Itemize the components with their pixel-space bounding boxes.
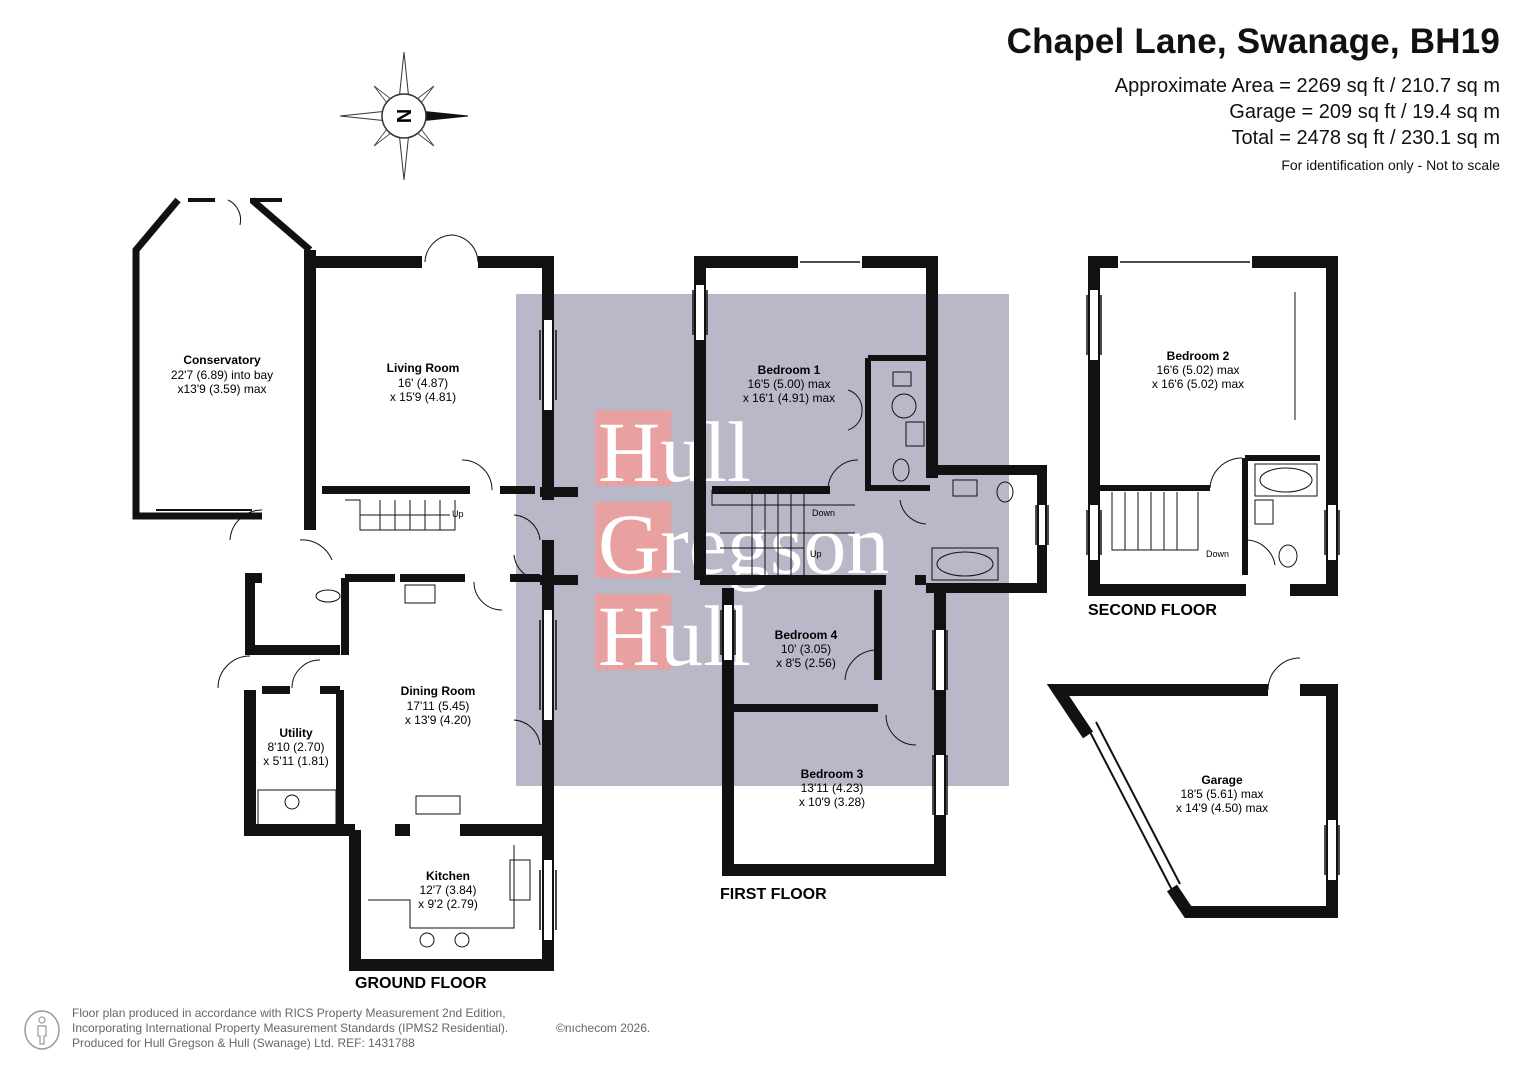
watermark-line-1: Hull: [598, 404, 751, 500]
room-name-bedroom-2: Bedroom 2: [1167, 349, 1230, 363]
footer-notes: Floor plan produced in accordance with R…: [72, 1006, 508, 1051]
area-line-approx: Approximate Area = 2269 sq ft / 210.7 sq…: [1114, 75, 1500, 97]
footer-line-1: Floor plan produced in accordance with R…: [72, 1006, 506, 1020]
room-dim-bedroom-2-2: x 16'6 (5.02) max: [1152, 377, 1244, 391]
room-name-conservatory: Conservatory: [183, 353, 261, 367]
stair-down-label-first: Down: [812, 508, 835, 518]
room-dim-kitchen-1: 12'7 (3.84): [420, 883, 477, 897]
footer-line-3: Produced for Hull Gregson & Hull (Swanag…: [72, 1036, 415, 1050]
area-line-garage: Garage = 209 sq ft / 19.4 sq m: [1229, 101, 1500, 123]
room-dim-bedroom-3-2: x 10'9 (3.28): [799, 795, 865, 809]
room-name-dining-room: Dining Room: [401, 684, 476, 698]
room-labels: Conservatory 22'7 (6.89) into bay x13'9 …: [171, 349, 1268, 911]
area-line-total: Total = 2478 sq ft / 230.1 sq m: [1231, 127, 1501, 149]
room-dim-living-room-1: 16' (4.87): [398, 376, 448, 390]
room-name-utility: Utility: [279, 726, 313, 740]
room-name-bedroom-1: Bedroom 1: [758, 363, 821, 377]
compass-north-label: N: [392, 109, 414, 123]
floor-label-ground: GROUND FLOOR: [355, 975, 487, 992]
room-dim-bedroom-4-2: x 8'5 (2.56): [776, 656, 836, 670]
second-floor-walls: [1086, 256, 1340, 596]
room-name-kitchen: Kitchen: [426, 869, 470, 883]
garage-walls: [1046, 657, 1340, 918]
room-name-garage: Garage: [1201, 773, 1243, 787]
first-floor-walls: [692, 256, 1049, 876]
floor-label-first: FIRST FLOOR: [720, 886, 827, 903]
room-name-bedroom-3: Bedroom 3: [801, 767, 864, 781]
room-dim-utility-1: 8'10 (2.70): [268, 740, 325, 754]
room-name-living-room: Living Room: [387, 361, 460, 375]
stair-up-label-ground: Up: [452, 509, 464, 519]
room-dim-dining-room-1: 17'11 (5.45): [407, 699, 470, 713]
property-title: Chapel Lane, Swanage, BH19: [1006, 22, 1500, 61]
stair-up-label-first: Up: [810, 549, 822, 559]
room-dim-garage-2: x 14'9 (4.50) max: [1176, 801, 1268, 815]
room-dim-dining-room-2: x 13'9 (4.20): [405, 713, 471, 727]
room-dim-conservatory-1: 22'7 (6.89) into bay: [171, 368, 273, 382]
floor-label-second: SECOND FLOOR: [1088, 602, 1217, 619]
room-dim-bedroom-4-1: 10' (3.05): [781, 642, 831, 656]
stair-down-label-second: Down: [1206, 549, 1229, 559]
room-dim-bedroom-1-2: x 16'1 (4.91) max: [743, 391, 835, 405]
person-icon: [24, 1010, 60, 1050]
footer-line-2: Incorporating International Property Mea…: [72, 1021, 509, 1035]
room-dim-utility-2: x 5'11 (1.81): [263, 754, 328, 768]
footer-copyright: ©nıchecom 2026.: [556, 1021, 651, 1035]
room-dim-bedroom-2-1: 16'6 (5.02) max: [1157, 363, 1240, 377]
room-name-bedroom-4: Bedroom 4: [775, 628, 838, 642]
area-summary: Approximate Area = 2269 sq ft / 210.7 sq…: [1115, 73, 1500, 151]
room-dim-living-room-2: x 15'9 (4.81): [390, 390, 456, 404]
room-dim-garage-1: 18'5 (5.61) max: [1181, 787, 1264, 801]
room-dim-conservatory-2: x13'9 (3.59) max: [178, 382, 267, 396]
room-dim-bedroom-1-1: 16'5 (5.00) max: [748, 377, 831, 391]
ground-floor-walls: [132, 197, 578, 971]
room-dim-kitchen-2: x 9'2 (2.79): [418, 897, 478, 911]
room-dim-bedroom-3-1: 13'11 (4.23): [801, 781, 864, 795]
scale-disclaimer: For identification only - Not to scale: [1281, 157, 1500, 173]
compass-icon: N: [339, 51, 469, 181]
